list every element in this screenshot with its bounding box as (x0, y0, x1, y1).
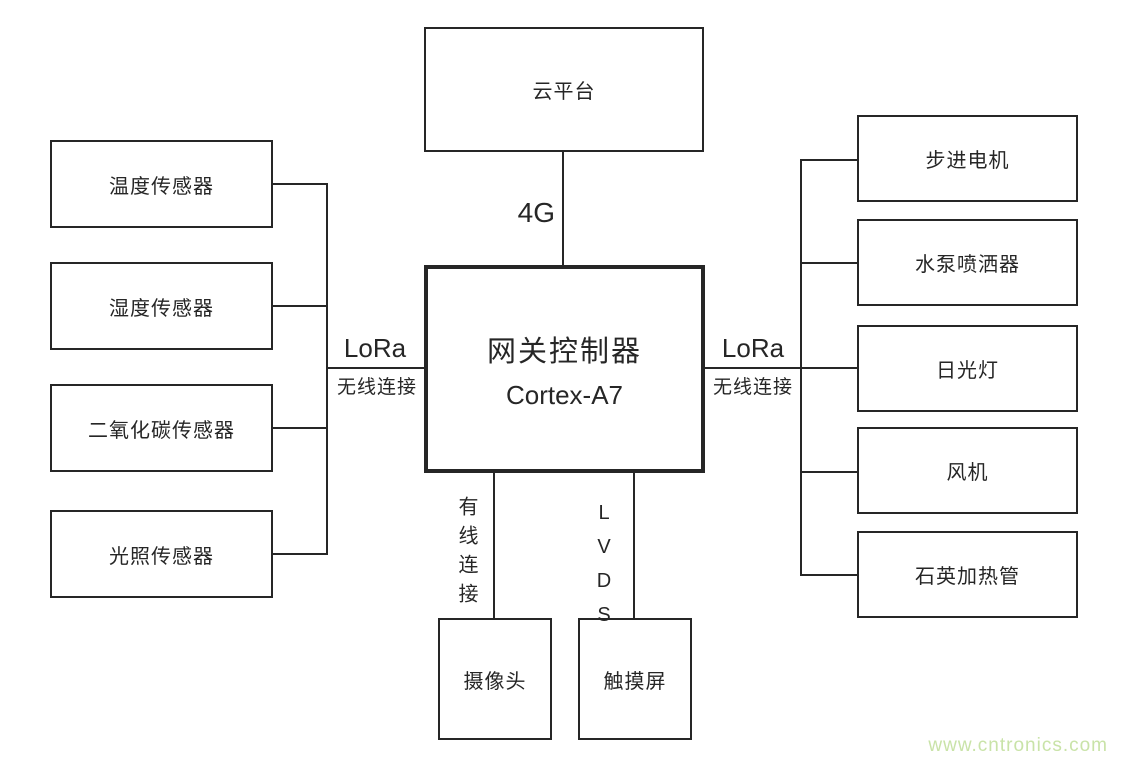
water-pump-sprayer-label: 水泵喷洒器 (915, 254, 1020, 276)
connector-stepper-stub (800, 159, 857, 161)
light-sensor-label: 光照传感器 (109, 545, 214, 568)
box-temperature-sensor: 温度传感器 (50, 140, 273, 228)
fan-label: 风机 (946, 462, 989, 484)
label-left-wireless: 无线连接 (336, 377, 417, 398)
quartz-heater-label: 石英加热管 (915, 566, 1020, 588)
camera-label: 摄像头 (463, 670, 527, 693)
box-fan: 风机 (857, 427, 1078, 514)
stepper-motor-label: 步进电机 (925, 150, 1010, 172)
box-stepper-motor: 步进电机 (857, 115, 1078, 202)
box-co2-sensor: 二氧化碳传感器 (50, 384, 273, 472)
label-right-wireless: 无线连接 (712, 377, 793, 398)
connector-cloud-gateway (562, 152, 564, 266)
label-right-lora: LoRa (721, 333, 785, 363)
co2-sensor-label: 二氧化碳传感器 (88, 419, 235, 442)
connector-humidity-stub (273, 305, 328, 307)
box-cloud-platform: 云平台 (424, 27, 704, 152)
connector-left-bus (326, 183, 328, 555)
label-wired-connection: 有线连接 (455, 496, 477, 612)
box-water-pump-sprayer: 水泵喷洒器 (857, 219, 1078, 306)
cloud-platform-label: 云平台 (532, 81, 596, 103)
temperature-sensor-label: 温度传感器 (109, 175, 214, 198)
box-gateway-controller: 网关控制器 Cortex-A7 (424, 265, 705, 473)
label-left-lora: LoRa (343, 333, 407, 363)
box-quartz-heater: 石英加热管 (857, 531, 1078, 618)
box-fluorescent-lamp: 日光灯 (857, 325, 1078, 412)
connector-co2-stub (273, 427, 328, 429)
box-camera: 摄像头 (438, 618, 552, 740)
connector-fan-stub (800, 471, 857, 473)
connector-right-lora (705, 367, 857, 369)
connector-light-stub (273, 553, 328, 555)
connector-pump-stub (800, 262, 857, 264)
gateway-title: 网关控制器 (486, 335, 642, 368)
connector-gateway-touchscreen (633, 473, 635, 618)
touchscreen-label: 触摸屏 (603, 670, 667, 693)
label-4g: 4G (517, 197, 555, 228)
box-touchscreen: 触摸屏 (578, 618, 692, 740)
watermark-text: www.cntronics.com (928, 735, 1108, 756)
fluorescent-lamp-label: 日光灯 (936, 360, 999, 382)
gateway-subtitle: Cortex-A7 (505, 379, 624, 410)
connector-left-lora (326, 367, 424, 369)
label-lvds: LVDS (593, 502, 615, 638)
connector-heater-stub (800, 574, 857, 576)
humidity-sensor-label: 湿度传感器 (109, 297, 214, 320)
connector-gateway-camera (493, 473, 495, 618)
box-humidity-sensor: 湿度传感器 (50, 262, 273, 350)
box-light-sensor: 光照传感器 (50, 510, 273, 598)
connector-temp-stub (273, 183, 328, 185)
